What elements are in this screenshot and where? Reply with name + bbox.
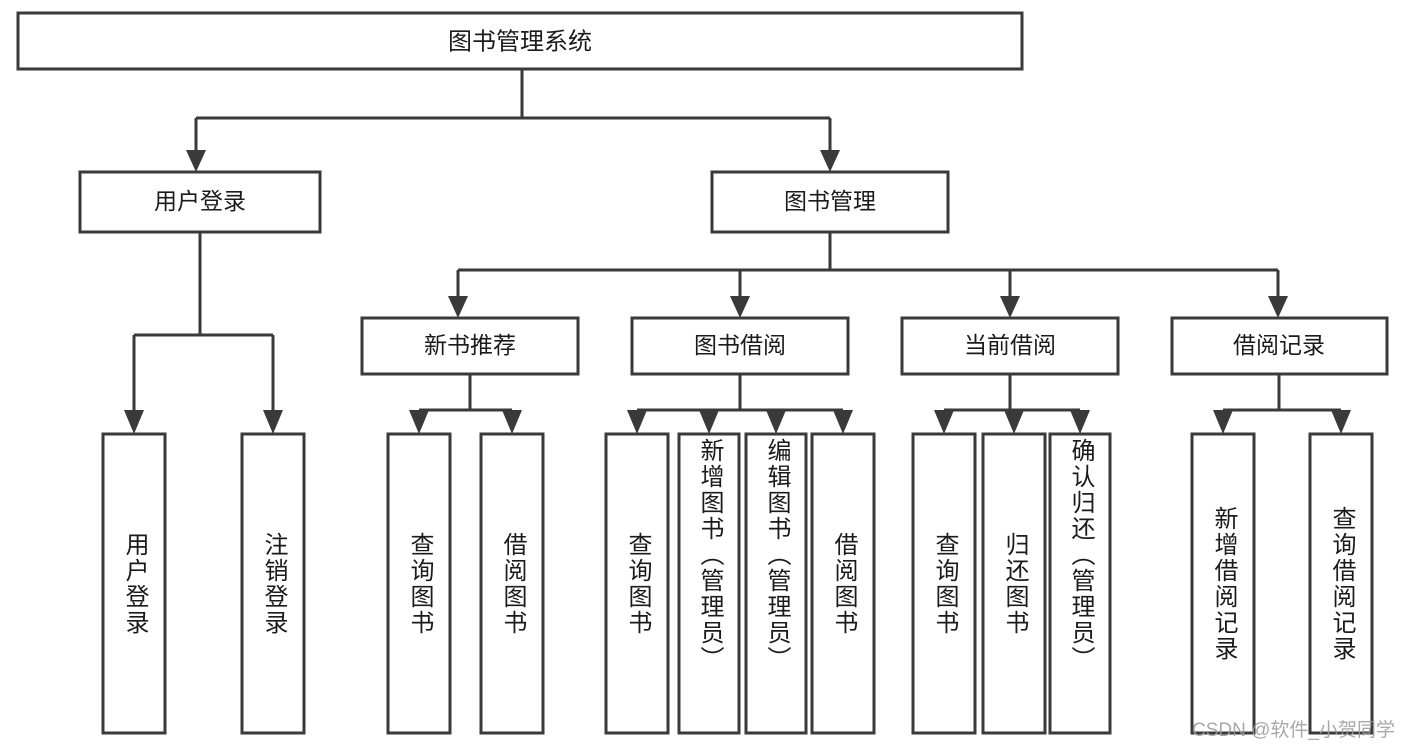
arrowhead-user-login xyxy=(186,150,206,172)
node-book-manage[interactable]: 图书管理 xyxy=(710,170,950,234)
arrowhead-leaf-user-logout xyxy=(263,410,283,434)
node-borrow-record[interactable]: 借阅记录 xyxy=(1170,316,1389,376)
node-current-borrow-box[interactable] xyxy=(900,316,1120,376)
node-root-label: 图书管理系统 xyxy=(448,28,592,55)
arrowhead-leaf-query-book-2 xyxy=(627,410,647,434)
leaf-box-edit-book[interactable] xyxy=(744,432,808,735)
arrowhead-leaf-edit-book xyxy=(766,410,786,434)
node-root-box[interactable] xyxy=(16,11,1024,71)
watermark: CSDN @软件_小贺同学 xyxy=(1192,720,1395,741)
leaf-box-query-book-1[interactable] xyxy=(386,432,452,735)
connectors-layer xyxy=(124,69,1351,434)
node-new-book-recommend-box[interactable] xyxy=(360,316,580,376)
leaf-box-user-login[interactable] xyxy=(101,432,167,735)
arrowhead-book-manage xyxy=(820,150,840,172)
node-new-book-recommend-label: 新书推荐 xyxy=(424,332,516,358)
node-user-login-label: 用户登录 xyxy=(154,188,246,214)
arrowhead-leaf-add-record xyxy=(1213,410,1233,434)
node-book-borrow-label: 图书借阅 xyxy=(694,332,786,358)
leaf-box-query-book-2[interactable] xyxy=(604,432,670,735)
node-borrow-record-box[interactable] xyxy=(1170,316,1389,376)
node-borrow-record-label: 借阅记录 xyxy=(1233,332,1325,358)
leaf-box-add-book[interactable] xyxy=(677,432,741,735)
arrowhead-leaf-borrow-book-2 xyxy=(833,410,853,434)
node-new-book-recommend[interactable]: 新书推荐 xyxy=(360,316,580,376)
leaf-box-confirm-return[interactable] xyxy=(1048,432,1112,735)
node-book-manage-box[interactable] xyxy=(710,170,950,234)
node-user-login[interactable]: 用户登录 xyxy=(78,170,322,234)
arrowhead-book-borrow xyxy=(730,296,750,318)
leaf-box-query-record[interactable] xyxy=(1308,432,1374,735)
leaf-box-borrow-book-1[interactable] xyxy=(479,432,545,735)
leaf-box-query-book-3[interactable] xyxy=(911,432,977,735)
node-current-borrow-label: 当前借阅 xyxy=(964,332,1056,358)
node-user-login-box[interactable] xyxy=(78,170,322,234)
arrowhead-current-borrow xyxy=(1000,296,1020,318)
arrowhead-leaf-query-book-3 xyxy=(934,410,954,434)
node-book-borrow[interactable]: 图书借阅 xyxy=(630,316,850,376)
arrowhead-new-book-recommend xyxy=(448,296,468,318)
arrowhead-leaf-query-record xyxy=(1331,410,1351,434)
leaf-box-add-record[interactable] xyxy=(1190,432,1256,735)
arrowhead-leaf-user-login xyxy=(124,410,144,434)
node-current-borrow[interactable]: 当前借阅 xyxy=(900,316,1120,376)
node-book-manage-label: 图书管理 xyxy=(784,188,876,214)
node-root[interactable]: 图书管理系统 xyxy=(16,11,1024,71)
arrowhead-leaf-add-book xyxy=(699,410,719,434)
arrowhead-borrow-record xyxy=(1268,296,1288,318)
leaf-box-user-logout[interactable] xyxy=(240,432,306,735)
arrowhead-leaf-return-book xyxy=(1004,410,1024,434)
arrowhead-leaf-query-book-1 xyxy=(409,410,429,434)
arrowhead-leaf-borrow-book-1 xyxy=(502,410,522,434)
leaf-boxes-layer xyxy=(101,432,1374,735)
leaf-box-borrow-book-2[interactable] xyxy=(810,432,876,735)
arrowhead-leaf-confirm-return xyxy=(1070,410,1090,434)
leaf-box-return-book[interactable] xyxy=(981,432,1047,735)
node-book-borrow-box[interactable] xyxy=(630,316,850,376)
